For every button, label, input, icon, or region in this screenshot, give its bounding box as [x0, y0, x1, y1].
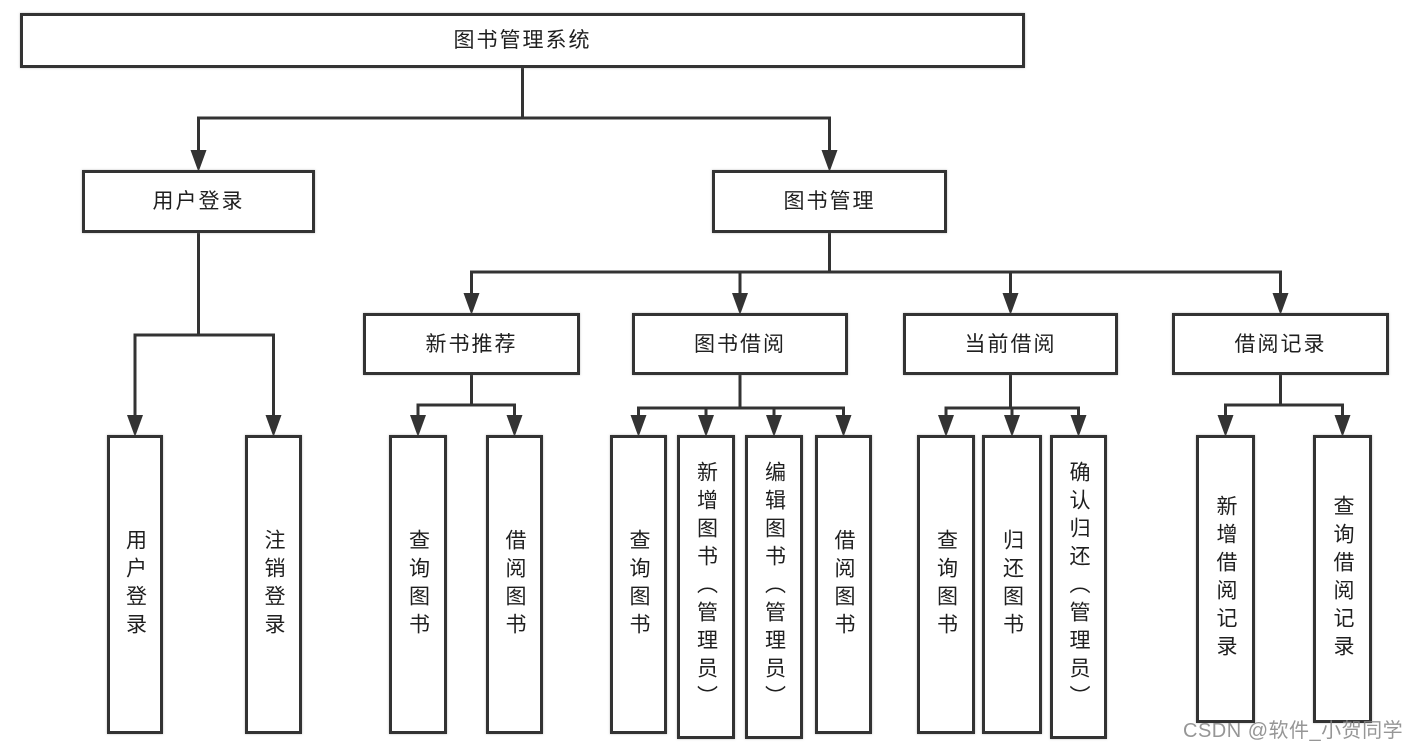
node-leaf-user-login: 用户登录: [107, 435, 163, 734]
node-book-mgmt: 图书管理: [712, 170, 947, 233]
connector-arrowhead: [127, 415, 143, 437]
connector-arrowhead: [698, 415, 714, 437]
connector-arrowhead: [1004, 415, 1020, 437]
node-leaf-cb-confirm: 确认归还（管理员）: [1050, 435, 1107, 739]
connector-arrowhead: [1002, 293, 1019, 315]
connector-arrowhead: [630, 415, 647, 437]
node-label-leaf-br-query: 查询借阅记录: [1331, 495, 1354, 663]
connector-arrowhead: [835, 415, 852, 437]
node-label-leaf-nbr-borrow: 借阅图书: [503, 528, 526, 641]
node-leaf-cb-query: 查询图书: [917, 435, 975, 734]
connector-arrowhead: [821, 150, 838, 172]
node-leaf-cb-return: 归还图书: [982, 435, 1042, 734]
node-user-login: 用户登录: [82, 170, 315, 233]
connector-arrowhead: [1272, 293, 1289, 315]
node-leaf-nbr-borrow: 借阅图书: [486, 435, 543, 734]
node-leaf-bb-edit: 编辑图书（管理员）: [745, 435, 803, 739]
connector-arrowhead: [190, 150, 207, 172]
node-label-leaf-cb-confirm: 确认归还（管理员）: [1067, 461, 1090, 713]
node-book-borrow: 图书借阅: [632, 313, 848, 375]
node-leaf-bb-borrow: 借阅图书: [815, 435, 872, 734]
node-leaf-bb-query: 查询图书: [610, 435, 667, 734]
node-label-root: 图书管理系统: [453, 29, 592, 52]
node-label-book-borrow: 图书借阅: [694, 332, 786, 356]
node-leaf-nbr-query: 查询图书: [389, 435, 447, 734]
connector-arrowhead: [938, 415, 954, 437]
node-label-leaf-br-add: 新增借阅记录: [1214, 495, 1237, 663]
node-label-leaf-nbr-query: 查询图书: [406, 528, 430, 641]
node-leaf-logout: 注销登录: [245, 435, 302, 734]
node-label-leaf-bb-edit: 编辑图书（管理员）: [762, 461, 786, 713]
watermark: CSDN @软件_小贺同学: [1183, 720, 1404, 742]
node-label-leaf-user-login: 用户登录: [123, 528, 147, 641]
connector-arrowhead: [1334, 415, 1351, 437]
node-new-book-rec: 新书推荐: [363, 313, 580, 375]
connector-arrowhead: [732, 293, 748, 315]
node-label-leaf-bb-query: 查询图书: [627, 528, 650, 641]
node-root: 图书管理系统: [20, 13, 1025, 68]
node-label-book-mgmt: 图书管理: [783, 190, 876, 213]
node-leaf-br-query: 查询借阅记录: [1313, 435, 1372, 723]
node-leaf-br-add: 新增借阅记录: [1196, 435, 1255, 723]
node-leaf-bb-add: 新增图书（管理员）: [677, 435, 735, 739]
connector-arrowhead: [410, 415, 426, 437]
node-label-leaf-logout: 注销登录: [262, 528, 285, 641]
node-label-borrow-records: 借阅记录: [1234, 332, 1327, 356]
node-label-user-login: 用户登录: [152, 190, 245, 213]
connector-arrowhead: [1217, 415, 1234, 437]
connector-arrowhead: [463, 293, 480, 315]
node-label-leaf-bb-add: 新增图书（管理员）: [694, 461, 718, 713]
connector-arrowhead: [1070, 415, 1087, 437]
node-label-leaf-bb-borrow: 借阅图书: [832, 528, 855, 641]
node-current-borrow: 当前借阅: [903, 313, 1118, 375]
node-label-current-borrow: 当前借阅: [964, 332, 1057, 356]
connector-arrowhead: [506, 415, 523, 437]
node-label-leaf-cb-query: 查询图书: [934, 528, 958, 641]
node-label-new-book-rec: 新书推荐: [425, 332, 518, 356]
connector-arrowhead: [265, 415, 282, 437]
connector-arrowhead: [766, 415, 782, 437]
node-borrow-records: 借阅记录: [1172, 313, 1389, 375]
node-label-leaf-cb-return: 归还图书: [1000, 528, 1024, 641]
